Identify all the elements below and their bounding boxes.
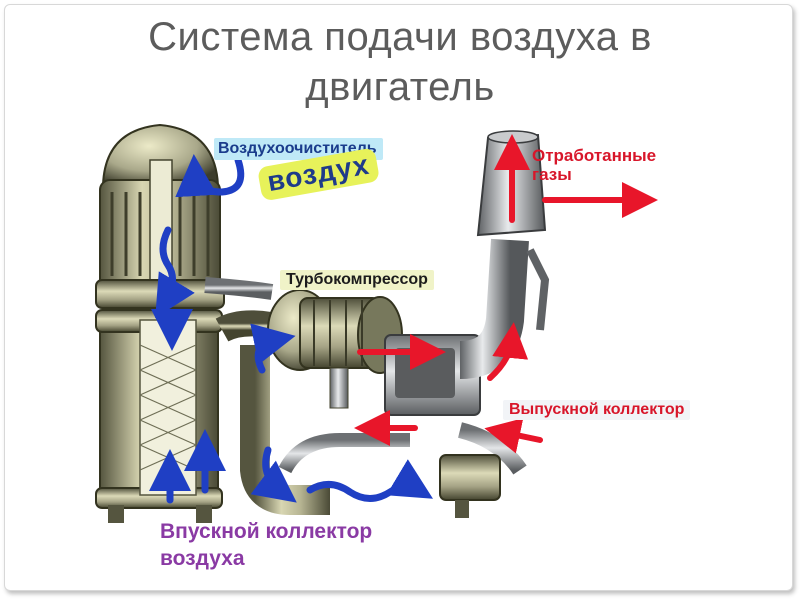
intake-manifold-label-line-1: Впускной коллектор xyxy=(160,518,372,545)
exhaust-gases-label-line-1: Отработанные xyxy=(532,146,656,165)
exhaust-gases-label-line-2: газы xyxy=(532,165,656,184)
exhaust-manifold-label: Выпускной коллектор xyxy=(503,400,690,420)
turbocharger-label: Турбокомпрессор xyxy=(280,270,434,290)
intake-manifold-label-line-2: воздуха xyxy=(160,545,372,572)
exhaust-manifold-arrow-2 xyxy=(502,432,540,440)
exhaust-pipe xyxy=(440,131,545,360)
intake-manifold-label: Впускной коллектор воздуха xyxy=(160,518,372,572)
exhaust-gases-label: Отработанные газы xyxy=(532,146,656,184)
